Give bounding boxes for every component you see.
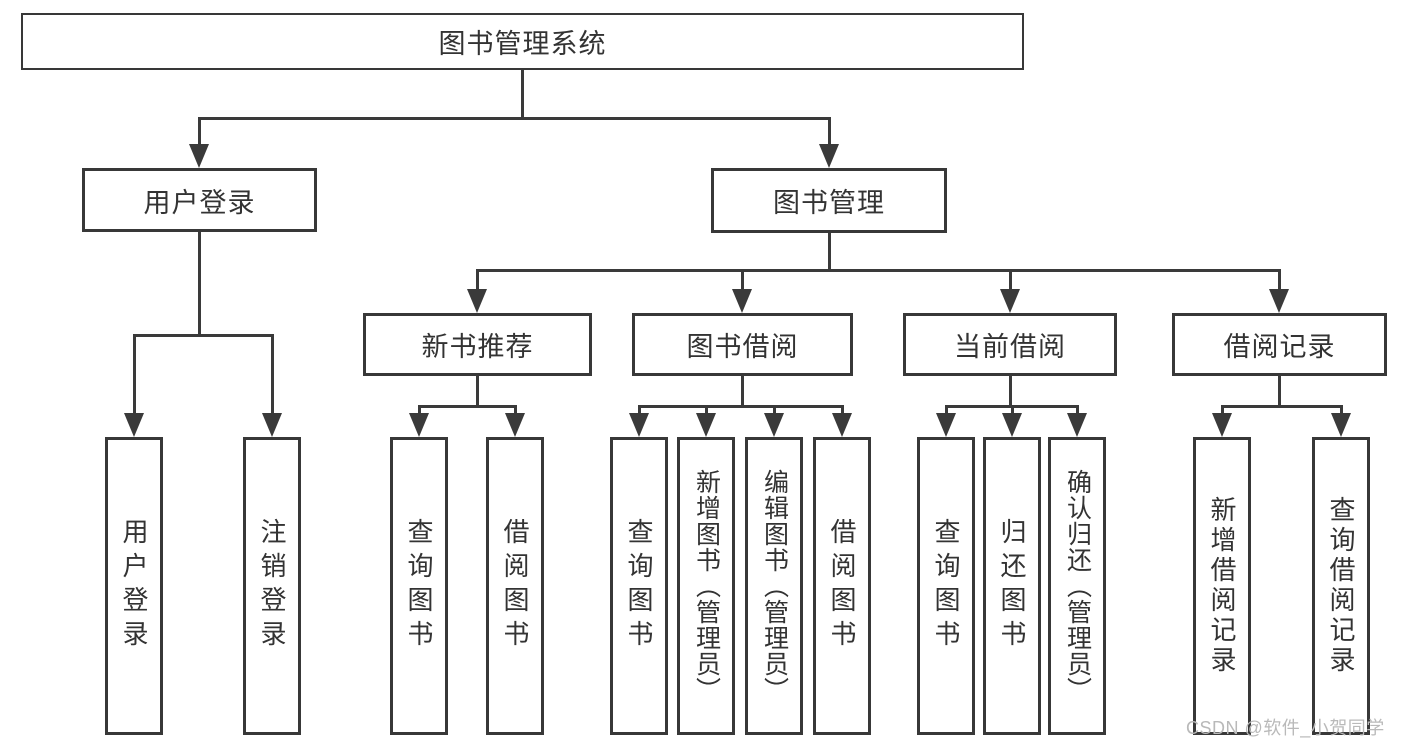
connector-line — [741, 375, 744, 406]
connector-line — [514, 405, 517, 416]
leaf-query-books-borrowing: 查询图书 — [610, 437, 668, 735]
connector-line — [1076, 405, 1079, 416]
node-label: 用户登录 — [143, 187, 256, 218]
leaf-label: 注销登录 — [257, 518, 287, 654]
connector-line — [521, 70, 524, 118]
leaf-borrow-books-recommend: 借阅图书 — [486, 437, 544, 735]
connector-line — [476, 269, 1281, 272]
leaf-logout: 注销登录 — [243, 437, 301, 735]
arrow-down-icon — [764, 413, 784, 437]
connector-line — [638, 405, 641, 416]
connector-line — [1278, 269, 1281, 292]
connector-line — [1009, 269, 1012, 292]
csdn-watermark: CSDN @软件_小贺同学 — [1186, 718, 1385, 738]
node-book-management: 图书管理 — [711, 168, 947, 233]
connector-line — [1221, 405, 1224, 416]
arrow-down-icon — [124, 413, 144, 437]
leaf-label: 编辑图书（管理员） — [760, 469, 789, 703]
connector-line — [1278, 375, 1281, 406]
node-label: 图书借阅 — [686, 332, 799, 362]
node-book-borrowing: 图书借阅 — [632, 313, 853, 376]
arrow-down-icon — [1331, 413, 1351, 437]
node-current-borrowing: 当前借阅 — [903, 313, 1117, 376]
leaf-confirm-return-admin: 确认归还（管理员） — [1048, 437, 1106, 735]
connector-line — [638, 405, 844, 408]
arrow-down-icon — [505, 413, 525, 437]
leaf-add-borrow-record: 新增借阅记录 — [1193, 437, 1251, 735]
arrow-down-icon — [1000, 289, 1020, 313]
leaf-label: 借阅图书 — [827, 518, 857, 654]
arrow-down-icon — [409, 413, 429, 437]
leaf-label: 查询借阅记录 — [1326, 496, 1356, 676]
connector-line — [1340, 405, 1343, 416]
connector-line — [198, 232, 201, 336]
leaf-label: 归还图书 — [997, 518, 1027, 654]
node-user-login: 用户登录 — [82, 168, 317, 232]
connector-line — [945, 405, 1079, 408]
connector-line — [133, 334, 136, 416]
arrow-down-icon — [467, 289, 487, 313]
arrow-down-icon — [629, 413, 649, 437]
leaf-label: 用户登录 — [119, 518, 149, 654]
arrow-down-icon — [1002, 413, 1022, 437]
connector-line — [133, 334, 274, 337]
arrow-down-icon — [696, 413, 716, 437]
arrow-down-icon — [819, 144, 839, 168]
connector-line — [1221, 405, 1343, 408]
leaf-borrow-books-borrowing: 借阅图书 — [813, 437, 871, 735]
connector-line — [945, 405, 948, 416]
connector-line — [476, 269, 479, 292]
leaf-add-book-admin: 新增图书（管理员） — [677, 437, 735, 735]
node-new-book-recommendation: 新书推荐 — [363, 313, 592, 376]
arrow-down-icon — [832, 413, 852, 437]
connector-line — [828, 233, 831, 271]
connector-line — [773, 405, 776, 416]
arrow-down-icon — [189, 144, 209, 168]
arrow-down-icon — [732, 289, 752, 313]
node-label: 新书推荐 — [421, 332, 534, 362]
connector-line — [828, 117, 831, 147]
leaf-query-books-current: 查询图书 — [917, 437, 975, 735]
leaf-edit-book-admin: 编辑图书（管理员） — [745, 437, 803, 735]
connector-line — [476, 375, 479, 406]
leaf-label: 借阅图书 — [500, 518, 530, 654]
leaf-label: 新增图书（管理员） — [692, 469, 721, 703]
leaf-return-books: 归还图书 — [983, 437, 1041, 735]
leaf-label: 确认归还（管理员） — [1063, 469, 1092, 703]
arrow-down-icon — [1269, 289, 1289, 313]
leaf-label: 查询图书 — [931, 518, 961, 654]
connector-line — [198, 117, 831, 120]
connector-line — [705, 405, 708, 416]
connector-line — [198, 117, 201, 147]
leaf-label: 查询图书 — [624, 518, 654, 654]
node-label: 当前借阅 — [954, 332, 1066, 362]
leaf-query-books-recommend: 查询图书 — [390, 437, 448, 735]
connector-line — [841, 405, 844, 416]
node-label: 图书管理系统 — [438, 29, 607, 59]
arrow-down-icon — [936, 413, 956, 437]
leaf-query-borrow-record: 查询借阅记录 — [1312, 437, 1370, 735]
arrow-down-icon — [262, 413, 282, 437]
connector-line — [1011, 405, 1014, 416]
node-library-management-system: 图书管理系统 — [21, 13, 1024, 70]
connector-line — [418, 405, 517, 408]
leaf-label: 新增借阅记录 — [1207, 496, 1237, 676]
connector-line — [741, 269, 744, 292]
node-label: 借阅记录 — [1223, 332, 1336, 362]
connector-line — [418, 405, 421, 416]
node-borrowing-records: 借阅记录 — [1172, 313, 1387, 376]
connector-line — [1009, 375, 1012, 406]
node-label: 图书管理 — [773, 188, 885, 218]
leaf-user-login: 用户登录 — [105, 437, 163, 735]
leaf-label: 查询图书 — [404, 518, 434, 654]
arrow-down-icon — [1067, 413, 1087, 437]
arrow-down-icon — [1212, 413, 1232, 437]
connector-line — [271, 334, 274, 416]
